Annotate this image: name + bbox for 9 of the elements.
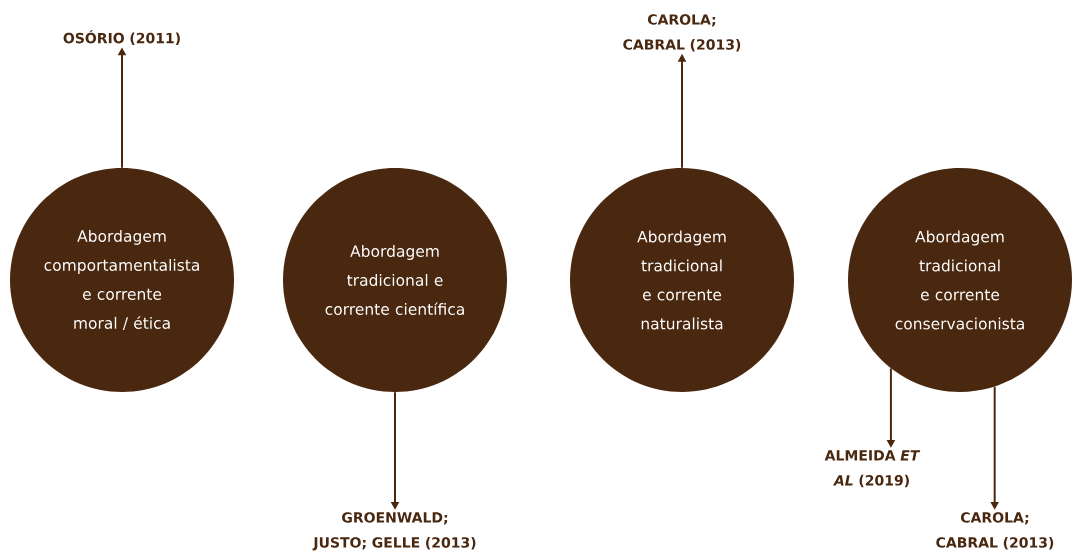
reference-label: CAROLA; CABRAL (2013) — [623, 14, 741, 52]
circle-node: Abordagem tradicional e corrente científica — [283, 168, 507, 392]
circle-node: Abordagem comportamentalista e corrente moral / ética — [10, 168, 234, 392]
circle-node: Abordagem tradicional e corrente conservacionista — [848, 168, 1072, 392]
circle-node: Abordagem tradicional e corrente naturalista — [570, 168, 794, 392]
reference-label: OSÓRIO (2011) — [63, 30, 180, 46]
reference-label: ALMEIDA ET AL (2019) — [824, 450, 921, 488]
reference-label: CAROLA; CABRAL (2013) — [936, 512, 1054, 550]
reference-label: GROENWALD; JUSTO; GELLE (2013) — [312, 512, 476, 551]
